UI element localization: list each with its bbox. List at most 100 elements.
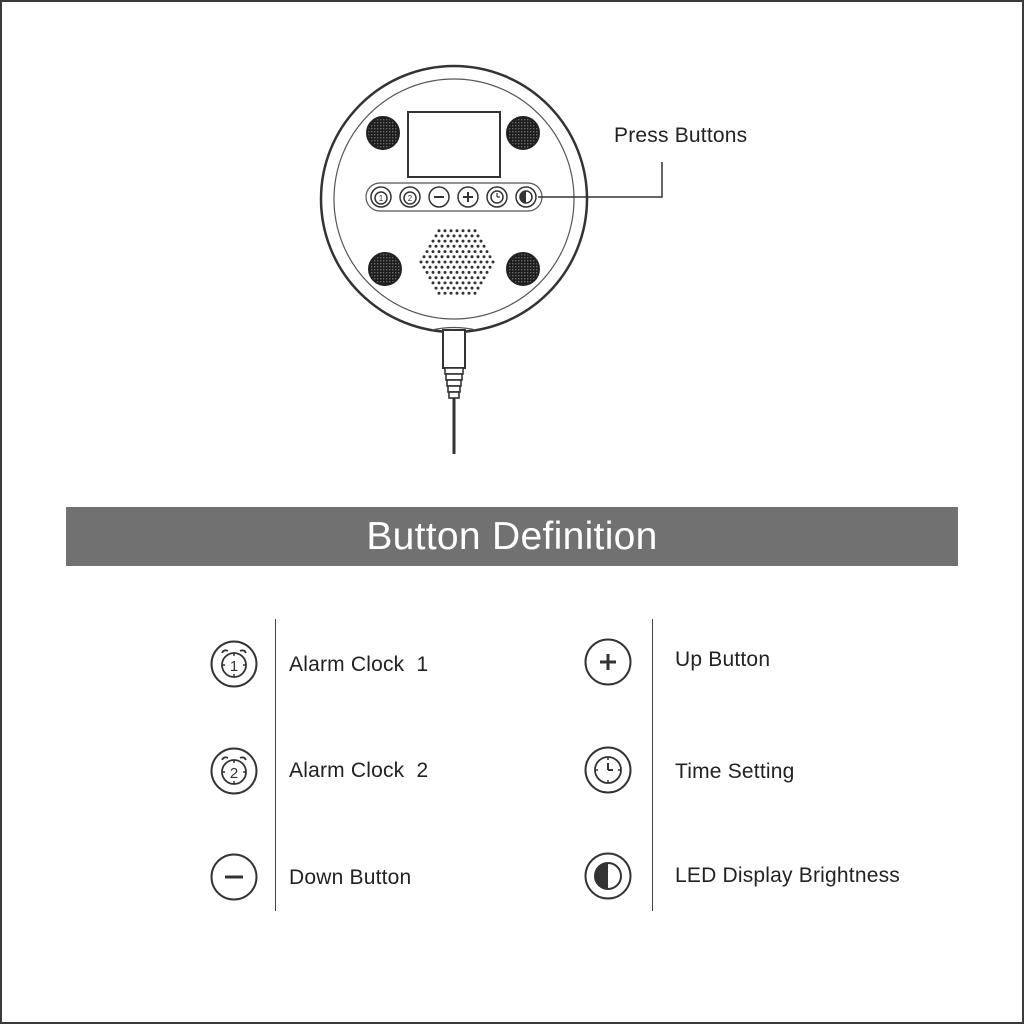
legend-divider-left — [275, 619, 276, 911]
speaker-hole — [431, 260, 435, 264]
legend-label-alarm-2: Alarm Clock 2 — [289, 759, 429, 782]
device-inner-ring — [333, 78, 575, 320]
minus-icon — [210, 853, 258, 901]
speaker-hole — [443, 260, 447, 264]
speaker-hole — [467, 239, 471, 243]
legend-item-brightness — [584, 852, 632, 900]
speaker-hole — [443, 281, 447, 285]
speaker-hole — [446, 255, 450, 259]
press-buttons-label: Press Buttons — [614, 124, 748, 147]
speaker-hole — [452, 234, 456, 238]
speaker-hole — [449, 239, 453, 243]
speaker-hole — [440, 286, 444, 290]
speaker-hole — [482, 265, 486, 269]
speaker-hole — [476, 234, 480, 238]
speaker-hole — [473, 250, 477, 254]
speaker-hole — [482, 244, 486, 248]
speaker-hole — [449, 270, 453, 274]
speaker-hole — [479, 239, 483, 243]
speaker-hole — [482, 276, 486, 280]
speaker-hole — [470, 265, 474, 269]
button-definition-banner: Button Definition — [66, 507, 958, 566]
speaker-hole — [431, 250, 435, 254]
speaker-hole — [425, 250, 429, 254]
legend-divider-right — [652, 619, 653, 911]
speaker-hole — [473, 260, 477, 264]
device-button-alarm-2: 2 — [399, 186, 421, 208]
speaker-hole — [425, 270, 429, 274]
speaker-hole — [470, 286, 474, 290]
speaker-hole — [464, 276, 468, 280]
device-button-minus — [428, 186, 450, 208]
speaker-hole — [464, 244, 468, 248]
legend-item-alarm-2: 2 — [210, 747, 258, 795]
legend-label-alarm-1: Alarm Clock 1 — [289, 653, 429, 676]
speaker-hole — [467, 250, 471, 254]
device-button-plus — [457, 186, 479, 208]
speaker-hole — [479, 281, 483, 285]
speaker-hole — [440, 255, 444, 259]
legend-label-brightness: LED Display Brightness — [675, 864, 900, 887]
speaker-hole — [440, 234, 444, 238]
speaker-hole — [479, 260, 483, 264]
speaker-hole — [449, 281, 453, 285]
speaker-hole — [437, 250, 441, 254]
speaker-hole — [461, 229, 465, 233]
legend-label-up: Up Button — [675, 648, 771, 671]
speaker-hole — [446, 244, 450, 248]
speaker-hole — [479, 270, 483, 274]
speaker-hole — [458, 286, 462, 290]
speaker-hole — [455, 281, 459, 285]
speaker-hole — [452, 286, 456, 290]
speaker-hole — [461, 239, 465, 243]
plus-icon — [584, 638, 632, 686]
legend-label-down: Down Button — [289, 866, 412, 889]
svg-text:1: 1 — [230, 658, 238, 675]
speaker-hole — [434, 234, 438, 238]
speaker-hole — [440, 265, 444, 269]
speaker-hole — [437, 260, 441, 264]
button-row: 1 2 — [370, 186, 537, 208]
speaker-grille — [419, 229, 495, 295]
speaker-hole — [491, 260, 495, 264]
speaker-hole — [431, 239, 435, 243]
speaker-hole — [467, 229, 471, 233]
lcd-display — [407, 111, 501, 178]
speaker-hole — [446, 265, 450, 269]
callout-leader-line — [538, 162, 663, 198]
svg-text:1: 1 — [379, 194, 384, 203]
device-outer-ring — [319, 64, 589, 334]
speaker-hole — [461, 250, 465, 254]
speaker-hole — [449, 229, 453, 233]
speaker-hole — [437, 229, 441, 233]
speaker-hole — [473, 229, 477, 233]
speaker-hole — [419, 260, 423, 264]
speaker-hole — [476, 276, 480, 280]
speaker-hole — [425, 260, 429, 264]
speaker-hole — [464, 234, 468, 238]
speaker-hole — [488, 265, 492, 269]
speaker-hole — [452, 255, 456, 259]
speaker-hole — [422, 265, 426, 269]
speaker-hole — [473, 281, 477, 285]
speaker-hole — [443, 239, 447, 243]
speaker-hole — [455, 229, 459, 233]
speaker-hole — [464, 286, 468, 290]
speaker-hole — [467, 281, 471, 285]
speaker-hole — [443, 291, 447, 295]
speaker-hole — [443, 270, 447, 274]
speaker-hole — [428, 255, 432, 259]
speaker-hole — [461, 260, 465, 264]
speaker-hole — [422, 255, 426, 259]
speaker-hole — [434, 244, 438, 248]
speaker-hole — [476, 255, 480, 259]
speaker-hole — [464, 265, 468, 269]
banner-title: Button Definition — [366, 514, 658, 558]
speaker-hole — [455, 250, 459, 254]
speaker-hole — [485, 260, 489, 264]
speaker-hole — [452, 244, 456, 248]
speaker-hole — [428, 265, 432, 269]
speaker-hole — [461, 270, 465, 274]
half-circle-brightness-icon — [584, 852, 632, 900]
